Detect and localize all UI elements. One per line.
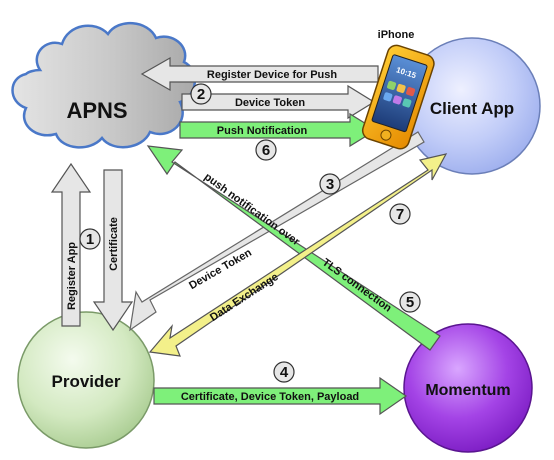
step-badge-1: 1 <box>79 228 101 250</box>
iphone-caption: iPhone <box>378 29 415 41</box>
arrow-certificate: Certificate <box>92 169 134 332</box>
certificate-label: Certificate <box>108 217 120 271</box>
client-app-label: Client App <box>430 99 514 118</box>
cloud-icon <box>11 21 196 149</box>
apns-label: APNS <box>66 98 127 123</box>
arrow-device-token-top: Device Token <box>181 84 376 120</box>
push-over-tls-label-b: TLS connection <box>320 256 394 314</box>
arrow-push-over-tls <box>146 145 441 351</box>
arrow-data-exchange <box>148 153 448 357</box>
svg-text:3: 3 <box>326 176 334 193</box>
arrow-register-app: Register App <box>50 162 92 327</box>
svg-text:1: 1 <box>86 231 94 248</box>
step-badge-5: 5 <box>399 291 421 313</box>
push-notification-label: Push Notification <box>217 125 308 137</box>
momentum-node: Momentum <box>403 323 533 453</box>
data-exchange-label: Data Exchange <box>208 271 281 324</box>
step-badge-4: 4 <box>273 361 295 383</box>
step-badge-2: 2 <box>190 83 212 105</box>
step-badge-7: 7 <box>389 203 411 225</box>
momentum-label: Momentum <box>425 382 510 399</box>
register-device-label: Register Device for Push <box>207 69 337 81</box>
svg-text:4: 4 <box>280 364 289 381</box>
arrow-push-notification: Push Notification <box>179 112 378 148</box>
arrow-device-token-diagonal <box>129 131 425 332</box>
svg-text:2: 2 <box>197 86 205 103</box>
arrow-register-device: Register Device for Push <box>140 56 379 92</box>
svg-text:7: 7 <box>396 206 404 223</box>
step-badge-3: 3 <box>319 173 341 195</box>
device-token-top-label: Device Token <box>235 97 305 109</box>
svg-text:5: 5 <box>406 294 414 311</box>
client-app-node: Client App <box>403 37 541 175</box>
provider-node: Provider <box>17 311 155 449</box>
step-badge-6: 6 <box>255 139 277 161</box>
cert-token-payload-label: Certificate, Device Token, Payload <box>181 391 359 403</box>
iphone-icon: iPhone 10:15 <box>361 29 435 150</box>
register-app-label: Register App <box>66 242 78 310</box>
apns-cloud: APNS <box>11 21 196 149</box>
provider-label: Provider <box>52 372 121 391</box>
svg-text:6: 6 <box>262 142 270 159</box>
arrow-cert-token-payload: Certificate, Device Token, Payload <box>153 376 408 416</box>
